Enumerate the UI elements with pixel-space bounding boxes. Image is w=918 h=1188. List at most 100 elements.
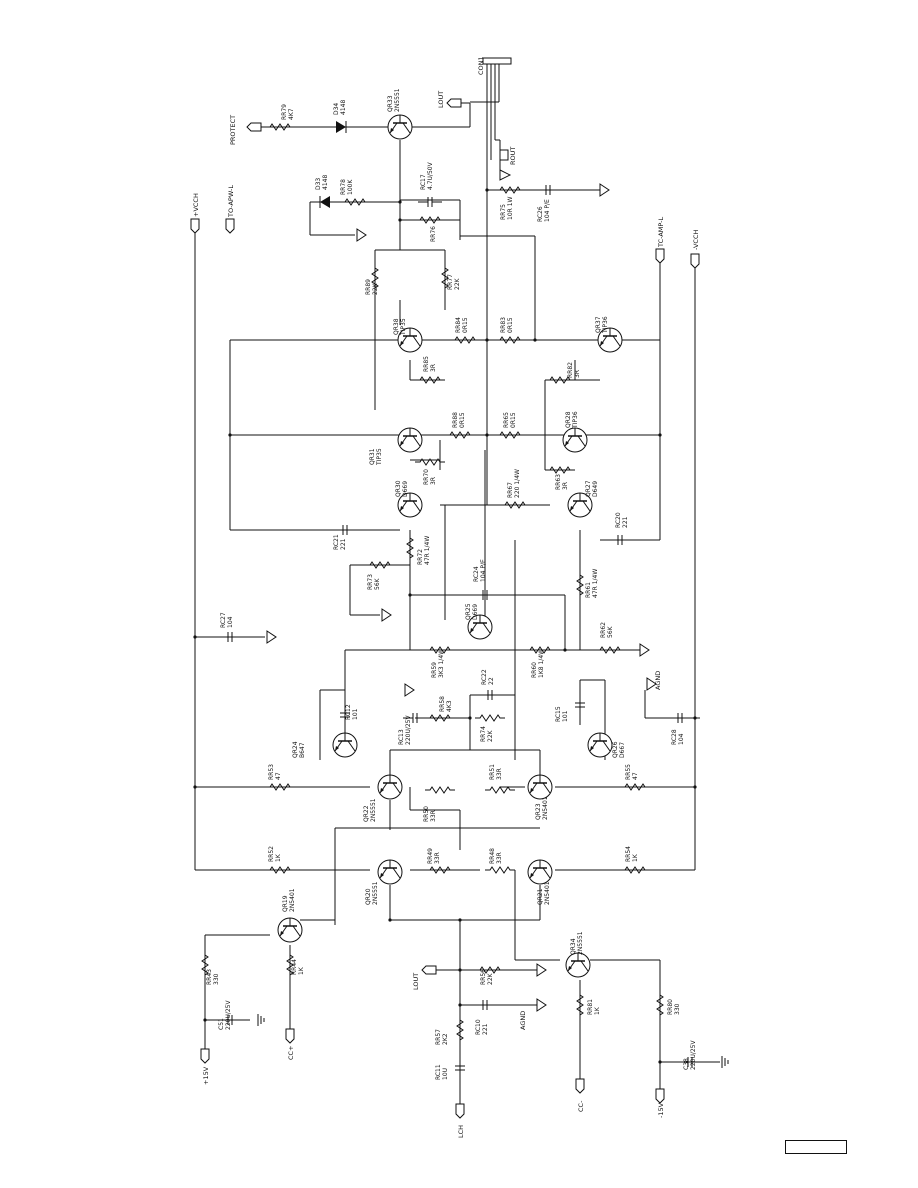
label-rr65-ref: RR65	[503, 412, 510, 428]
port-agnd-right: AGND	[654, 671, 662, 690]
label-rr62-ref: RR62	[600, 622, 607, 638]
label-rr44-ref: RR44	[291, 959, 298, 975]
transistor-qr21	[527, 859, 553, 885]
label-rr50-val: 33R	[430, 810, 437, 822]
label-rr54-ref: RR54	[625, 846, 632, 862]
label-rr73-val: 56K	[374, 577, 381, 590]
label-rr80-ref: RR80	[667, 999, 674, 1015]
transistors	[277, 114, 623, 978]
label-rr70-val: 3R	[430, 477, 437, 485]
port-lout-mid: LOUT	[412, 973, 420, 990]
label-rc15-val: 101	[562, 710, 569, 722]
label-qr23-ref: QR23	[535, 803, 542, 820]
port-con1: CON1	[477, 56, 485, 75]
port-tc-amp-l: TC-AMP-L	[657, 216, 665, 248]
label-rr75-val: 10R 1W	[507, 196, 514, 220]
label-rr82-val: 3R	[574, 370, 581, 378]
label-qr28-ref: QR28	[565, 411, 572, 428]
label-qr22-ref: QR22	[363, 805, 370, 822]
label-rr67-ref: RR67	[507, 482, 514, 498]
label-c51-val: 220U/25V	[225, 1000, 232, 1031]
label-rr65-val: 0R15	[510, 412, 517, 428]
label-rr82-ref: RR82	[567, 362, 574, 378]
label-rc17-val: 4.7U/50V	[427, 161, 434, 190]
port-lout-top: LOUT	[437, 91, 445, 108]
label-rr85-ref: RR85	[423, 356, 430, 372]
label-qr38-val: TIP35	[400, 318, 407, 336]
label-rr67-val: 220 1/4W	[514, 469, 521, 498]
label-qr31-val: TIP35	[376, 448, 383, 466]
port-to-apw-l: TO-APW-L	[227, 185, 235, 218]
label-rr80-val: 330	[674, 1003, 681, 1015]
transistor-qr26	[587, 732, 613, 758]
label-qr27-ref: QR27	[585, 480, 592, 497]
label-rr85-val: 3R	[430, 364, 437, 372]
label-rr54-val: 1K	[632, 853, 639, 862]
label-rc26-ref: RC26	[537, 206, 544, 222]
label-rc24-ref: RC24	[473, 566, 480, 582]
port-ccp: CC+	[287, 1045, 295, 1060]
label-rr57-ref: RR57	[435, 1029, 442, 1045]
label-rr78-val: 100K	[347, 179, 354, 195]
label-rr52-val: 1K	[275, 853, 282, 862]
label-rr77-val: 22K	[454, 277, 461, 290]
label-rr74-ref: RR74	[480, 726, 487, 742]
label-qr24-val: B647	[299, 742, 306, 758]
label-rr50-ref: RR50	[423, 806, 430, 822]
label-qr25-val: D669	[472, 604, 479, 620]
label-rc24-val: 104 P/E	[480, 559, 487, 582]
label-rr62-val: 56K	[607, 625, 614, 638]
label-rr49-ref: RR49	[427, 848, 434, 864]
diodes	[319, 121, 347, 208]
transistor-qr31	[397, 427, 423, 453]
label-rr60-val: 1K8 1/4W	[538, 649, 545, 678]
label-rr83-val: 0R15	[507, 317, 514, 333]
label-rr55-ref: RR55	[625, 764, 632, 780]
label-rr61-val: 47R 1/4W	[592, 569, 599, 598]
label-rr59-val: 3K3 1/4W	[438, 649, 445, 678]
label-rc27-val: 104	[227, 616, 234, 628]
label-rr72-ref: RR72	[417, 549, 424, 565]
label-qr25-ref: QR25	[465, 603, 472, 620]
label-rc17-ref: RC17	[420, 174, 427, 190]
label-rc10-ref: RC10	[475, 1019, 482, 1035]
label-rr79-val: 4K7	[288, 108, 295, 120]
label-rr61-ref: RR61	[585, 582, 592, 598]
label-c38-val: 220U/25V	[690, 1040, 697, 1071]
label-rr81-val: 1K	[594, 1006, 601, 1015]
label-rc12-val: 101	[352, 708, 359, 720]
label-rc21-ref: RC21	[333, 534, 340, 550]
label-rr58-val: 4K3	[446, 700, 453, 712]
transistor-qr20	[377, 859, 403, 885]
label-qr21-val: 2N5401	[544, 881, 551, 905]
transistor-qr23	[527, 774, 553, 800]
label-rr70-ref: RR70	[423, 469, 430, 485]
label-rc13-ref: RC13	[398, 729, 405, 745]
label-qr30-val: D669	[402, 481, 409, 497]
label-rr88-val: 0R15	[459, 412, 466, 428]
label-rr55-val: 47	[632, 772, 639, 780]
transistor-qr34	[565, 952, 591, 978]
label-rr56-val: 22K	[487, 972, 494, 985]
label-c38-ref: C38	[683, 1058, 690, 1070]
label-d33-ref: D33	[315, 178, 322, 190]
label-rr89-ref: RR89	[365, 279, 372, 295]
label-qr34-ref: QR34	[570, 938, 577, 955]
port-agnd-mid: AGND	[519, 1011, 527, 1030]
port-m15v: -15V	[657, 1102, 665, 1118]
label-rr89-val: 22K	[372, 282, 379, 295]
port-lch: LCH	[457, 1125, 465, 1138]
label-rc26-val: 104 P/E	[544, 199, 551, 222]
label-qr19-val: 2N5401	[289, 888, 296, 912]
label-rr53-ref: RR53	[268, 764, 275, 780]
label-qr26-val: D667	[619, 742, 626, 758]
label-rr74-val: 22K	[487, 729, 494, 742]
label-rc20-val: 221	[622, 516, 629, 528]
label-d34-ref: D34	[333, 103, 340, 115]
label-rc13-val: 220U/25V	[405, 715, 412, 746]
label-qr37-ref: QR37	[595, 316, 602, 333]
label-qr28-val: TIP36	[572, 411, 579, 429]
port-symbols	[190, 57, 700, 1119]
